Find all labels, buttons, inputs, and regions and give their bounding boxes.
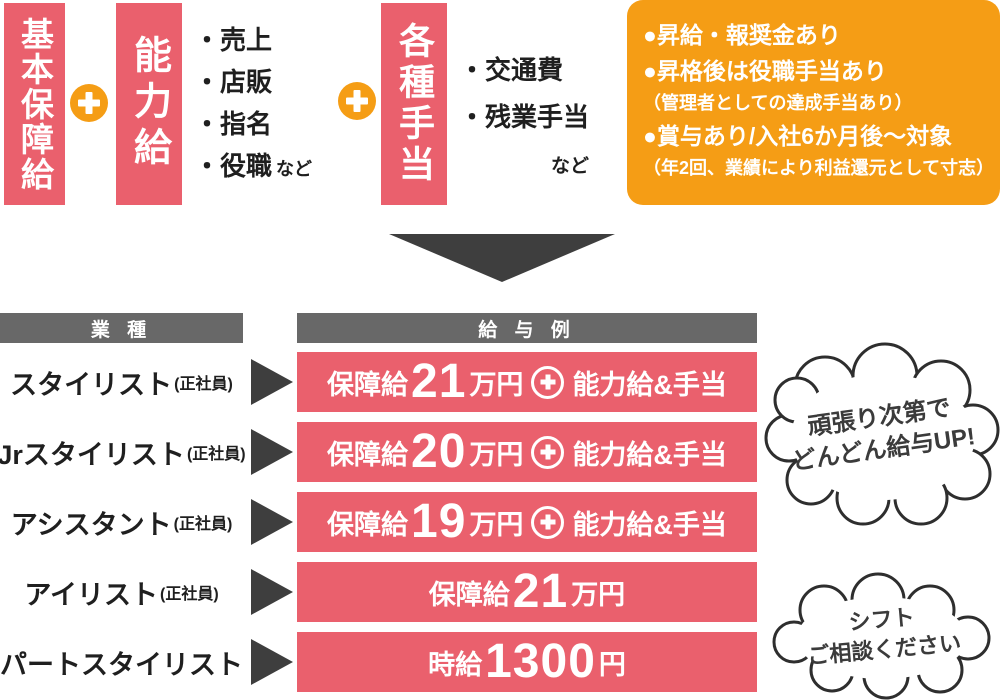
job-cell: Jrスタイリスト(正社員) [0, 422, 246, 482]
salary-unit: 万円 [469, 439, 524, 470]
job-type-header-label: 業 種 [90, 319, 153, 341]
arrow-right-icon [251, 499, 293, 545]
job-note: (正社員) [174, 376, 233, 393]
plus-icon [70, 84, 108, 122]
job-name: Jrスタイリスト [0, 439, 185, 470]
plus-icon [531, 365, 565, 399]
cloud-shape [764, 342, 1000, 526]
allowances-item-list: ・交通費・残業手当など [447, 3, 597, 205]
speech-cloud-salary-up: 頑張り次第で どんどん給与UP! [763, 340, 1000, 528]
job-name: アイリスト [24, 579, 158, 610]
benefit-line: ●昇給・報奨金あり [643, 22, 841, 48]
plus-icon [531, 435, 565, 469]
job-note: (正社員) [159, 586, 219, 603]
list-item: ・店販 [194, 67, 273, 97]
ability-pay-item-list: ・売上・店販・指名・役職など [182, 3, 330, 205]
benefit-line: （年2回、業績により利益還元として寸志） [643, 158, 995, 178]
base-guarantee-label: 基本保障給 [16, 16, 54, 192]
salary-unit: 万円 [571, 579, 626, 610]
job-cell: スタイリスト(正社員) [0, 352, 243, 412]
salary-amount: 21 [512, 565, 569, 618]
salary-prefix: 保障給 [327, 369, 409, 400]
job-note: (正社員) [186, 446, 246, 463]
list-item: ・交通費 [459, 55, 564, 85]
salary-extra: 能力給&手当 [572, 369, 727, 400]
ability-pay-box: 能力給 [116, 3, 182, 205]
list-item: ・指名 [194, 109, 273, 139]
list-item: ・役職など [194, 151, 313, 181]
salary-unit: 円 [598, 649, 626, 680]
list-item: ・残業手当 [459, 102, 590, 132]
salary-example-header: 給 与 例 [297, 313, 757, 343]
cloud-shape [772, 572, 991, 700]
benefit-line: ●昇格後は役職手当あり [643, 58, 887, 84]
salary-unit: 万円 [469, 509, 524, 540]
job-cell: アイリスト(正社員) [0, 562, 243, 622]
salary-extra: 能力給&手当 [572, 509, 727, 540]
salary-amount: 19 [411, 495, 467, 548]
salary-unit: 万円 [469, 369, 524, 400]
salary-prefix: 保障給 [428, 579, 510, 610]
job-name: アシスタント [10, 509, 172, 540]
etc-label: など [276, 159, 313, 179]
arrow-right-icon [251, 639, 293, 685]
ability-pay-label: 能力給 [127, 35, 170, 173]
job-note: (正社員) [173, 516, 233, 533]
arrow-right-icon [251, 569, 293, 615]
salary-extra: 能力給&手当 [572, 439, 727, 470]
etc-label: など [551, 156, 590, 177]
plus-icon [531, 505, 565, 539]
cloud-text-line: ご相談ください [806, 630, 963, 669]
salary-amount: 20 [411, 425, 467, 478]
benefits-box: ●昇給・報奨金あり ●昇格後は役職手当あり （管理者としての達成手当あり） ●賞与あり… [627, 0, 1000, 205]
job-type-header: 業 種 [0, 313, 243, 343]
benefit-line: ●賞与あり/入社6か月後〜対象 [643, 123, 953, 149]
job-cell: アシスタント(正社員) [0, 492, 243, 552]
salary-prefix: 時給 [428, 649, 483, 680]
salary-example-header-label: 給 与 例 [478, 319, 576, 341]
arrow-right-icon [251, 359, 293, 405]
salary-prefix: 保障給 [327, 509, 409, 540]
arrow-down-icon [389, 234, 615, 282]
arrow-right-icon [251, 429, 293, 475]
speech-cloud-shift: シフト ご相談ください [766, 570, 1000, 700]
salary-prefix: 保障給 [327, 439, 409, 470]
salary-amount: 1300 [485, 635, 596, 688]
list-item: ・売上 [194, 25, 273, 55]
allowances-label: 各種手当 [394, 22, 435, 186]
plus-icon [338, 82, 376, 120]
job-name: スタイリスト [10, 369, 173, 400]
job-cell: パートスタイリスト [0, 632, 243, 692]
job-name: パートスタイリスト [0, 649, 243, 680]
salary-amount: 21 [411, 355, 467, 408]
benefit-line: （管理者としての達成手当あり） [643, 93, 913, 113]
base-guarantee-box: 基本保障給 [4, 3, 65, 205]
allowances-box: 各種手当 [381, 3, 447, 205]
